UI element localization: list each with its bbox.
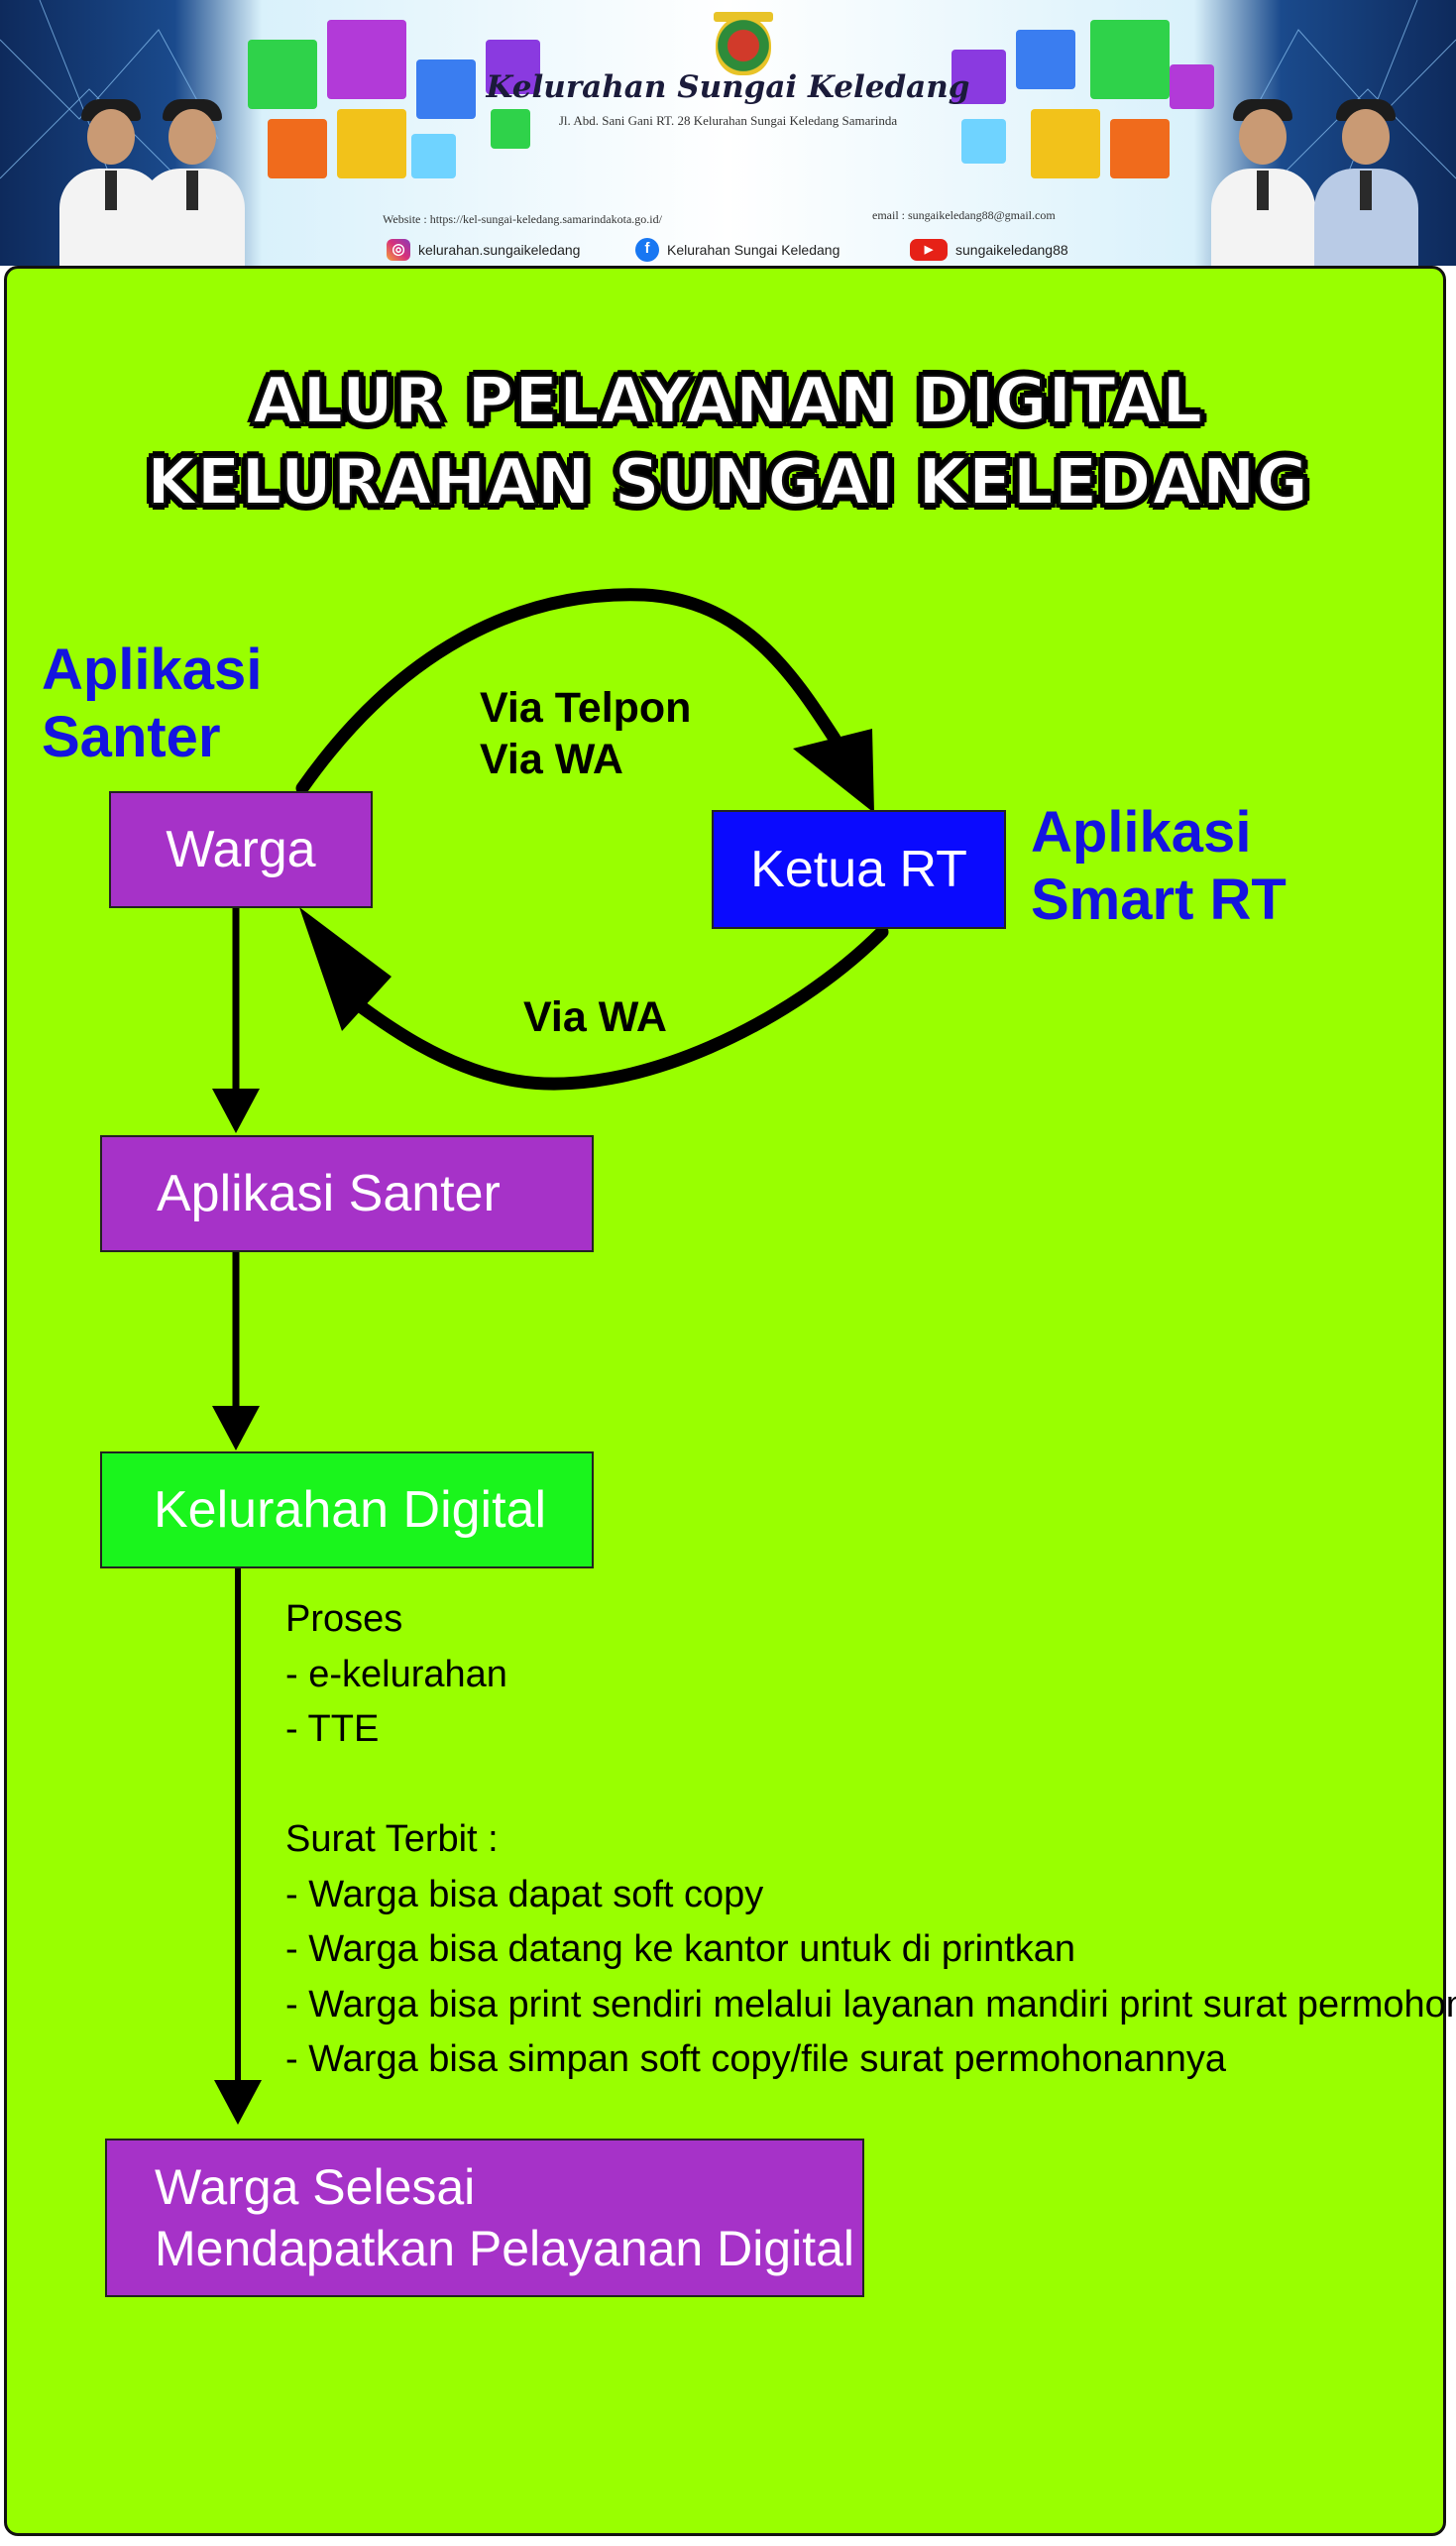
aplikasi-santer-box: Aplikasi Santer: [100, 1135, 594, 1252]
arrowhead-rt: [793, 729, 874, 813]
instagram-link[interactable]: ◎ kelurahan.sungaikeledang: [387, 238, 580, 262]
banner-website[interactable]: Website : https://kel-sungai-keledang.sa…: [383, 212, 662, 226]
facebook-link[interactable]: f Kelurahan Sungai Keledang: [635, 238, 840, 262]
official-photo-3: [1211, 99, 1315, 266]
finish-box: Warga Selesai Mendapatkan Pelayanan Digi…: [105, 2139, 864, 2297]
page-title-line-1: ALUR PELAYANAN DIGITAL: [252, 364, 1204, 439]
official-photo-4: [1314, 99, 1418, 266]
banner-address: Jl. Abd. Sani Gani RT. 28 Kelurahan Sung…: [558, 113, 898, 128]
finish-line-2: Mendapatkan Pelayanan Digital: [155, 2221, 855, 2276]
note-line: - TTE: [285, 1708, 380, 1750]
network-pattern: [0, 0, 1456, 199]
instagram-icon: ◎: [387, 239, 410, 261]
instagram-handle: kelurahan.sungaikeledang: [418, 242, 581, 258]
emblem-icon: [716, 16, 771, 75]
youtube-handle: sungaikeledang88: [955, 242, 1068, 258]
arrowhead-finish: [214, 2080, 262, 2125]
arrowhead-kelurahan: [212, 1406, 260, 1450]
arrowhead-warga: [299, 907, 392, 1031]
note-line: Surat Terbit :: [285, 1818, 499, 1860]
note-line: - Warga bisa simpan soft copy/file surat…: [285, 2038, 1227, 2080]
official-photo-2: [141, 99, 245, 266]
official-photo-1: [59, 99, 164, 266]
finish-line-1: Warga Selesai: [155, 2159, 476, 2215]
note-line: - Warga bisa dapat soft copy: [285, 1873, 764, 1915]
warga-box: Warga: [109, 791, 373, 908]
arrow-warga-to-rt: [295, 588, 841, 795]
header-banner: Kelurahan Sungai Keledang Jl. Abd. Sani …: [0, 0, 1456, 266]
via-label-top: Via Telpon Via WA: [480, 684, 692, 783]
arrowhead-santer: [212, 1089, 260, 1133]
ketua-rt-box: Ketua RT: [712, 810, 1006, 929]
rt-app-label: Aplikasi Smart RT: [1031, 800, 1287, 932]
youtube-link[interactable]: ▶ sungaikeledang88: [910, 238, 1068, 262]
note-line: - Warga bisa print sendiri melalui layan…: [285, 1983, 1456, 2025]
via-label-bottom: Via WA: [523, 993, 667, 1041]
youtube-icon: ▶: [910, 239, 948, 261]
banner-email[interactable]: email : sungaikeledang88@gmail.com: [872, 208, 1056, 222]
warga-app-label: Aplikasi Santer: [42, 637, 263, 769]
facebook-icon: f: [635, 238, 659, 262]
facebook-handle: Kelurahan Sungai Keledang: [667, 242, 840, 258]
page-title-line-2: KELURAHAN SUNGAI KELEDANG: [146, 445, 1309, 521]
note-line: - e-kelurahan: [285, 1653, 507, 1695]
process-notes: Proses - e-kelurahan - TTE Surat Terbit …: [285, 1592, 1456, 2088]
arrow-rt-to-warga: [340, 925, 889, 1091]
kelurahan-digital-box: Kelurahan Digital: [100, 1451, 594, 1568]
note-line: - Warga bisa datang ke kantor untuk di p…: [285, 1928, 1076, 1970]
note-line: [285, 1758, 1456, 1813]
note-line: Proses: [285, 1598, 403, 1640]
banner-title: Kelurahan Sungai Keledang: [486, 69, 970, 105]
